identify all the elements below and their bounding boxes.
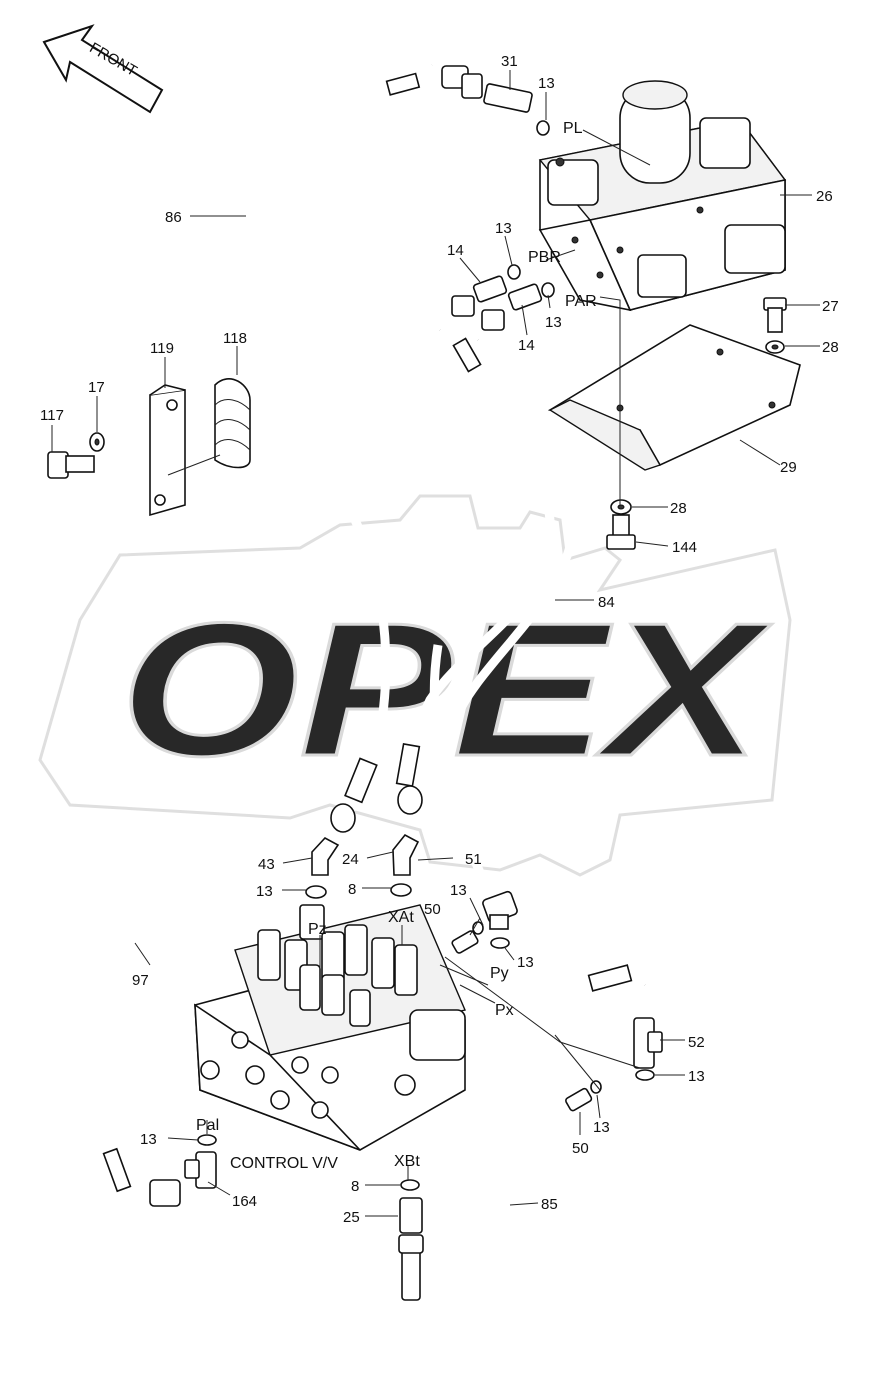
part-number-84: 84 — [598, 594, 615, 611]
hose-85 — [398, 644, 561, 1342]
front-arrow: FRONT — [42, 24, 164, 114]
part-number-labels: 31 13 26 86 14 13 13 14 27 28 119 118 17… — [40, 53, 839, 1226]
hose-86 — [244, 60, 483, 833]
part-number-117: 117 — [40, 407, 64, 424]
part-number-24: 24 — [342, 851, 359, 868]
port-label-xbt: XBt — [394, 1153, 420, 1170]
fitting-50-bot — [565, 1080, 602, 1112]
part-number-50: 50 — [424, 901, 441, 918]
bracket-29 — [547, 324, 801, 471]
part-number-85: 85 — [541, 1196, 558, 1213]
hose-97 — [54, 922, 648, 1207]
part-number-13: 13 — [538, 75, 555, 92]
part-number-164: 164 — [232, 1193, 257, 1210]
part-number-13: 13 — [545, 314, 562, 331]
part-number-118: 118 — [223, 330, 247, 347]
part-number-13: 13 — [495, 220, 512, 237]
bolt-117 — [47, 451, 95, 479]
part-number-28: 28 — [822, 339, 839, 356]
part-number-13: 13 — [593, 1119, 610, 1136]
fitting-25 — [399, 1197, 423, 1234]
elbow-24 — [390, 833, 420, 897]
port-label-pl: PL — [563, 120, 583, 137]
port-label-px: Px — [495, 1002, 514, 1019]
part-number-8: 8 — [348, 881, 356, 898]
control-valve-label: CONTROL V/V — [230, 1155, 338, 1172]
part-number-97: 97 — [132, 972, 149, 989]
part-number-27: 27 — [822, 298, 839, 315]
tee-52 — [633, 1017, 663, 1081]
leader-lines — [51, 70, 820, 1217]
port-label-pal: Pal — [196, 1117, 219, 1134]
port-label-pbr: PBR — [528, 249, 561, 266]
oring-8-xbt — [400, 1179, 420, 1191]
elbow-43 — [305, 837, 340, 899]
part-number-50: 50 — [572, 1140, 589, 1157]
port-label-xat: XAt — [388, 909, 414, 926]
part-number-13: 13 — [450, 882, 467, 899]
part-number-25: 25 — [343, 1209, 360, 1226]
washer-17 — [89, 432, 105, 452]
part-number-43: 43 — [258, 856, 275, 873]
part-number-14: 14 — [447, 242, 464, 259]
fittings-14 — [472, 264, 555, 311]
washer-28-top — [765, 340, 785, 354]
port-labels: PL PBR PAR Pz XAt Py Px Pal XBt CONTROL … — [196, 120, 597, 1172]
port-label-par: PAR — [565, 293, 597, 310]
clamp-118 — [214, 378, 251, 469]
part-number-8: 8 — [351, 1178, 359, 1195]
bolt-144 — [606, 514, 636, 550]
part-number-52: 52 — [688, 1034, 705, 1051]
part-number-28: 28 — [670, 500, 687, 517]
elbow-51 — [482, 890, 518, 930]
part-number-51: 51 — [465, 851, 482, 868]
part-number-26: 26 — [816, 188, 833, 205]
bolt-27 — [763, 297, 787, 333]
oring-13-py — [490, 937, 510, 949]
tee-164 — [184, 1151, 217, 1189]
fitting-50-top — [451, 921, 484, 954]
watermark-text: OPEX — [120, 584, 772, 796]
solenoid-valve-block — [538, 80, 787, 312]
part-number-13: 13 — [256, 883, 273, 900]
port-label-pz: Pz — [308, 921, 327, 938]
part-number-17: 17 — [88, 379, 105, 396]
part-number-119: 119 — [150, 340, 174, 357]
watermark: OPEX — [38, 494, 792, 877]
oring-13-pal — [197, 1134, 217, 1146]
part-number-86: 86 — [165, 209, 182, 226]
part-number-144: 144 — [672, 539, 697, 556]
part-number-13: 13 — [688, 1068, 705, 1085]
control-valve — [194, 904, 466, 1151]
plate-119 — [149, 384, 186, 517]
port-label-py: Py — [490, 965, 509, 982]
part-number-29: 29 — [780, 459, 797, 476]
washer-28-mid — [610, 499, 632, 515]
part-number-31: 31 — [501, 53, 518, 70]
part-number-13: 13 — [140, 1131, 157, 1148]
part-number-14: 14 — [518, 337, 535, 354]
part-number-13: 13 — [517, 954, 534, 971]
